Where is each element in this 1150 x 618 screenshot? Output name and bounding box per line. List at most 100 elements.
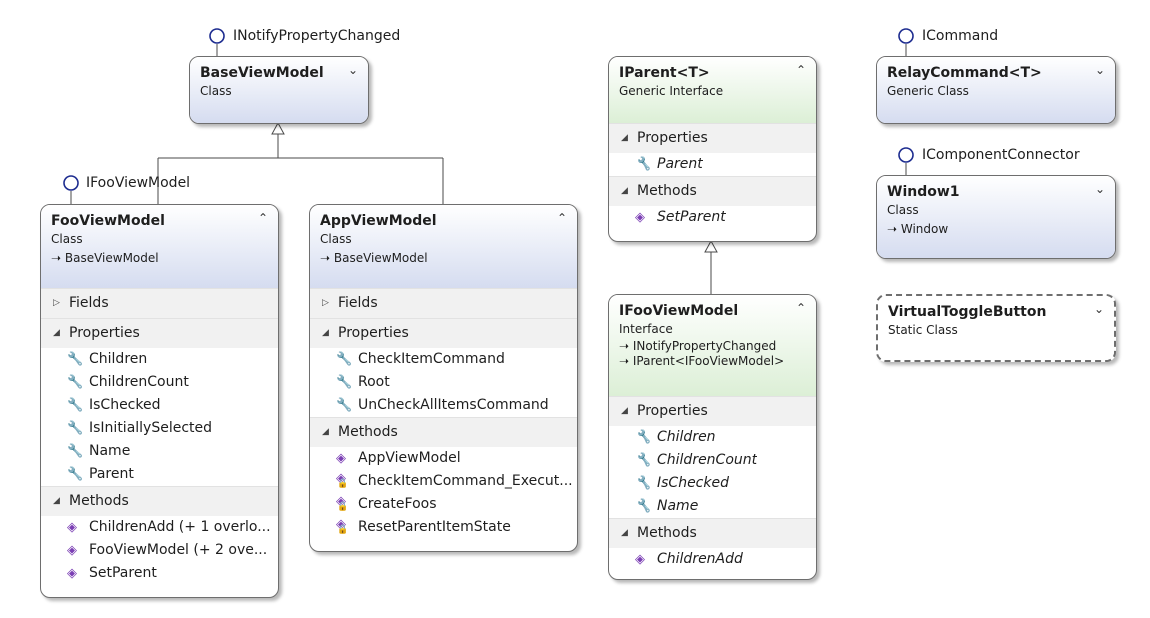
property-row[interactable]: 🔧Parent (609, 153, 816, 176)
wrench-icon: 🔧 (67, 352, 84, 367)
iparent-header: IParent<T> Generic Interface ⌃ (609, 57, 816, 123)
method-cube-icon: ◈ (635, 552, 645, 567)
property-row[interactable]: 🔧UnCheckAllItemsCommand (310, 394, 577, 417)
window1-shape[interactable]: Window1 Class ➝ Window ⌄ (876, 175, 1116, 259)
interface-label-inotifypropertychanged: INotifyPropertyChanged (233, 28, 401, 44)
property-row[interactable]: 🔧Name (609, 495, 816, 518)
class-name: AppViewModel (320, 213, 437, 229)
class-name: BaseViewModel (200, 65, 324, 81)
baseviewmodel-header: BaseViewModel Class ⌄ (190, 57, 368, 123)
collapse-triangle-icon: ◢ (53, 328, 60, 338)
inherits-arrow-icon: ➝ (51, 251, 65, 265)
methods-section-header[interactable]: ◢Methods (609, 519, 816, 548)
ifooviewmodel-shape[interactable]: IFooViewModel Interface ➝ INotifyPropert… (608, 294, 817, 580)
virtualtogglebutton-shape[interactable]: VirtualToggleButton Static Class ⌄ (876, 294, 1116, 362)
wrench-icon: 🔧 (635, 499, 652, 514)
properties-section-header[interactable]: ◢Properties (609, 124, 816, 153)
method-row[interactable]: ◈SetParent (609, 206, 816, 229)
appviewmodel-header: AppViewModel Class ➝ BaseViewModel ⌃ (310, 205, 577, 288)
expand-chevron-icon[interactable]: ⌄ (1094, 182, 1105, 196)
methods-section-header[interactable]: ◢Methods (41, 487, 278, 516)
method-row[interactable]: ◈ChildrenAdd (609, 548, 816, 571)
property-row[interactable]: 🔧Children (41, 348, 278, 371)
property-row[interactable]: 🔧Children (609, 426, 816, 449)
base-interface-line: ➝ INotifyPropertyChanged (619, 339, 777, 353)
class-kind: Static Class (888, 323, 958, 337)
window1-header: Window1 Class ➝ Window ⌄ (877, 176, 1115, 258)
class-name: VirtualToggleButton (888, 304, 1047, 320)
wrench-icon: 🔧 (67, 467, 84, 482)
method-row[interactable]: ◈AppViewModel (310, 447, 577, 470)
class-kind: Class (887, 203, 919, 217)
appviewmodel-shape[interactable]: AppViewModel Class ➝ BaseViewModel ⌃ ▷Fi… (309, 204, 578, 552)
wrench-icon: 🔧 (336, 398, 353, 413)
wrench-icon: 🔧 (336, 375, 353, 390)
wrench-icon: 🔧 (635, 476, 652, 491)
collapse-chevron-icon[interactable]: ⌃ (257, 211, 268, 225)
collapse-triangle-icon: ◢ (322, 427, 329, 437)
properties-section-header[interactable]: ◢Properties (41, 319, 278, 348)
base-interface-line: ➝ IParent<IFooViewModel> (619, 354, 785, 368)
ifooviewmodel-header: IFooViewModel Interface ➝ INotifyPropert… (609, 295, 816, 396)
expand-chevron-icon[interactable]: ⌄ (1093, 302, 1104, 316)
baseviewmodel-shape[interactable]: BaseViewModel Class ⌄ (189, 56, 369, 124)
method-row[interactable]: ◈🔒CheckItemCommand_Execut... (310, 470, 577, 493)
virtualtogglebutton-header: VirtualToggleButton Static Class ⌄ (878, 296, 1114, 360)
method-cube-icon: ◈ (635, 210, 645, 225)
collapse-triangle-icon: ◢ (621, 406, 628, 416)
wrench-icon: 🔧 (336, 352, 353, 367)
property-row[interactable]: 🔧CheckItemCommand (310, 348, 577, 371)
class-kind: Class (200, 84, 232, 98)
class-kind: Generic Class (887, 84, 969, 98)
interface-name: IFooViewModel (619, 303, 739, 319)
property-row[interactable]: 🔧IsChecked (41, 394, 278, 417)
methods-section-header[interactable]: ◢Methods (609, 177, 816, 206)
expand-triangle-icon: ▷ (322, 298, 329, 308)
class-name: RelayCommand<T> (887, 65, 1042, 81)
property-row[interactable]: 🔧Parent (41, 463, 278, 486)
collapse-chevron-icon[interactable]: ⌃ (556, 211, 567, 225)
fooviewmodel-header: FooViewModel Class ➝ BaseViewModel ⌃ (41, 205, 278, 288)
property-row[interactable]: 🔧ChildrenCount (609, 449, 816, 472)
collapse-chevron-icon[interactable]: ⌃ (795, 63, 806, 77)
private-method-icon: ◈🔒 (336, 517, 349, 535)
class-kind: Class (51, 232, 83, 246)
class-name: FooViewModel (51, 213, 165, 229)
collapse-triangle-icon: ◢ (621, 186, 628, 196)
private-method-icon: ◈🔒 (336, 494, 349, 512)
property-row[interactable]: 🔧ChildrenCount (41, 371, 278, 394)
properties-section-header[interactable]: ◢Properties (310, 319, 577, 348)
fields-section-header[interactable]: ▷Fields (310, 289, 577, 318)
property-row[interactable]: 🔧Root (310, 371, 577, 394)
iparent-shape[interactable]: IParent<T> Generic Interface ⌃ ◢Properti… (608, 56, 817, 242)
property-row[interactable]: 🔧Name (41, 440, 278, 463)
method-row[interactable]: ◈🔒CreateFoos (310, 493, 577, 516)
method-row[interactable]: ◈FooViewModel (+ 2 ove... (41, 539, 278, 562)
wrench-icon: 🔧 (635, 157, 652, 172)
fooviewmodel-shape[interactable]: FooViewModel Class ➝ BaseViewModel ⌃ ▷Fi… (40, 204, 279, 598)
wrench-icon: 🔧 (67, 444, 84, 459)
relaycommand-shape[interactable]: RelayCommand<T> Generic Class ⌄ (876, 56, 1116, 124)
expand-chevron-icon[interactable]: ⌄ (1094, 63, 1105, 77)
base-class-line: ➝ BaseViewModel (51, 251, 159, 265)
interface-label-icomponentconnector: IComponentConnector (922, 147, 1080, 163)
inherits-arrow-icon: ➝ (619, 339, 633, 353)
method-cube-icon: ◈ (67, 543, 77, 558)
wrench-icon: 🔧 (67, 398, 84, 413)
properties-section-header[interactable]: ◢Properties (609, 397, 816, 426)
method-row[interactable]: ◈SetParent (41, 562, 278, 585)
methods-section-header[interactable]: ◢Methods (310, 418, 577, 447)
method-cube-icon: ◈ (67, 520, 77, 535)
class-name: Window1 (887, 184, 960, 200)
property-row[interactable]: 🔧IsInitiallySelected (41, 417, 278, 440)
fields-section-header[interactable]: ▷Fields (41, 289, 278, 318)
property-row[interactable]: 🔧IsChecked (609, 472, 816, 495)
interface-name: IParent<T> (619, 65, 710, 81)
wrench-icon: 🔧 (635, 430, 652, 445)
method-row[interactable]: ◈ChildrenAdd (+ 1 overlo... (41, 516, 278, 539)
base-class-line: ➝ BaseViewModel (320, 251, 428, 265)
method-row[interactable]: ◈🔒ResetParentItemState (310, 516, 577, 539)
inherits-arrow-icon: ➝ (320, 251, 334, 265)
collapse-chevron-icon[interactable]: ⌃ (795, 301, 806, 315)
expand-chevron-icon[interactable]: ⌄ (347, 63, 358, 77)
